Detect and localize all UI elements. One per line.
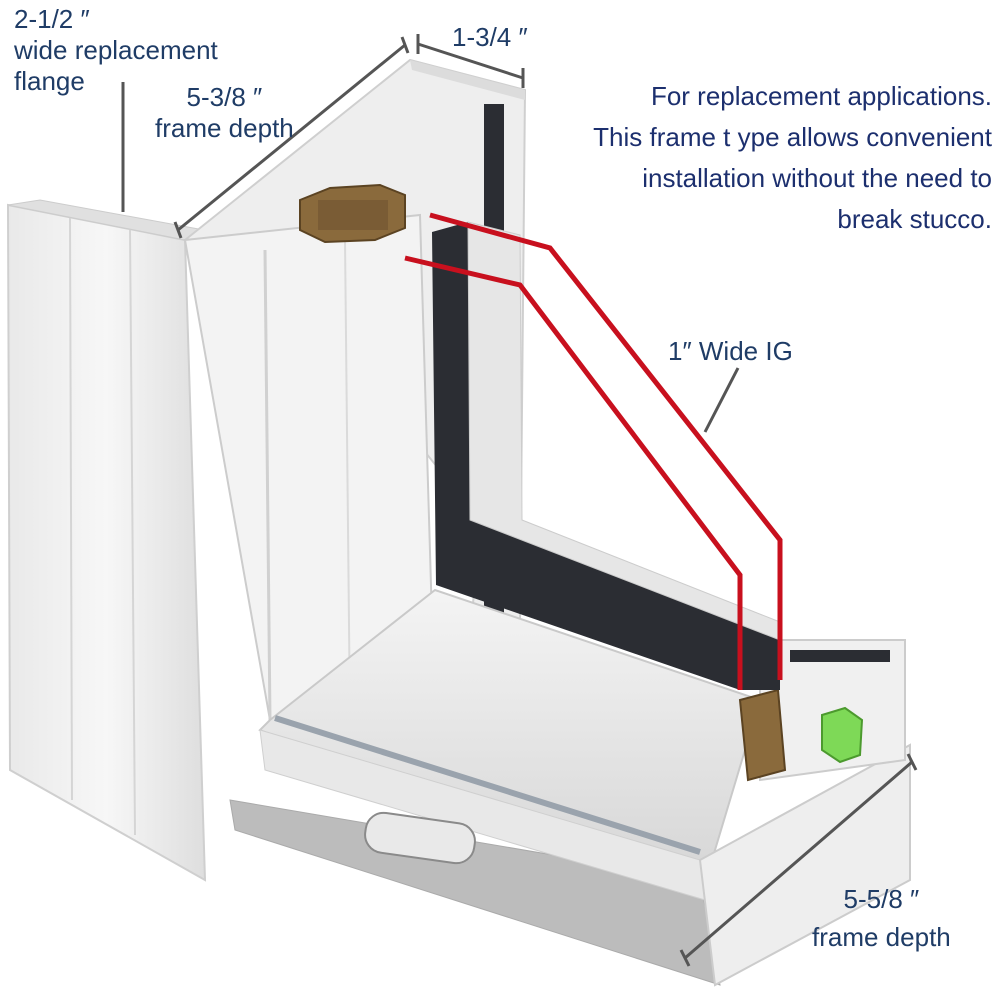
replacement-flange xyxy=(6,199,216,882)
description-line: This frame t ype allows convenient xyxy=(593,122,992,152)
bottom-frame-depth-label: 5-5/8 ″ frame depth xyxy=(812,880,951,956)
wood-reinforcement-bottom xyxy=(738,688,787,782)
sill-nailing-fin xyxy=(229,799,721,986)
insulated-glass-unit xyxy=(404,212,783,690)
top-frame-depth-value: 5-3/8 ″ xyxy=(186,82,263,112)
dimension-lines xyxy=(121,34,918,967)
sash-width-label: 1-3/4 ″ xyxy=(452,22,528,52)
sill-frame xyxy=(229,588,911,987)
description-text: For replacement applications. This frame… xyxy=(593,76,992,240)
description-line: installation without the need to xyxy=(642,163,992,193)
flange-label-line: 2-1/2 ″ xyxy=(14,4,90,34)
ig-width-label: 1″ Wide IG xyxy=(668,336,793,366)
flange-label-line: flange xyxy=(14,66,85,96)
bottom-frame-depth-value: 5-5/8 ″ xyxy=(843,884,920,914)
sill-drip-strip xyxy=(274,715,701,855)
flange-label: 2-1/2 ″ wide replacement flange xyxy=(14,4,218,97)
flange-label-line: wide replacement xyxy=(14,35,218,65)
top-frame-depth-label: 5-3/8 ″ frame depth xyxy=(155,82,294,144)
front-sash-track xyxy=(790,650,890,662)
weatherstrip-green xyxy=(821,706,864,764)
description-line: break stucco. xyxy=(837,204,992,234)
top-frame-depth-caption: frame depth xyxy=(155,113,294,143)
description-line: For replacement applications. xyxy=(650,81,992,111)
jamb-frame xyxy=(183,183,437,721)
weep-hole-cover xyxy=(364,811,476,865)
bottom-frame-depth-caption: frame depth xyxy=(812,922,951,952)
